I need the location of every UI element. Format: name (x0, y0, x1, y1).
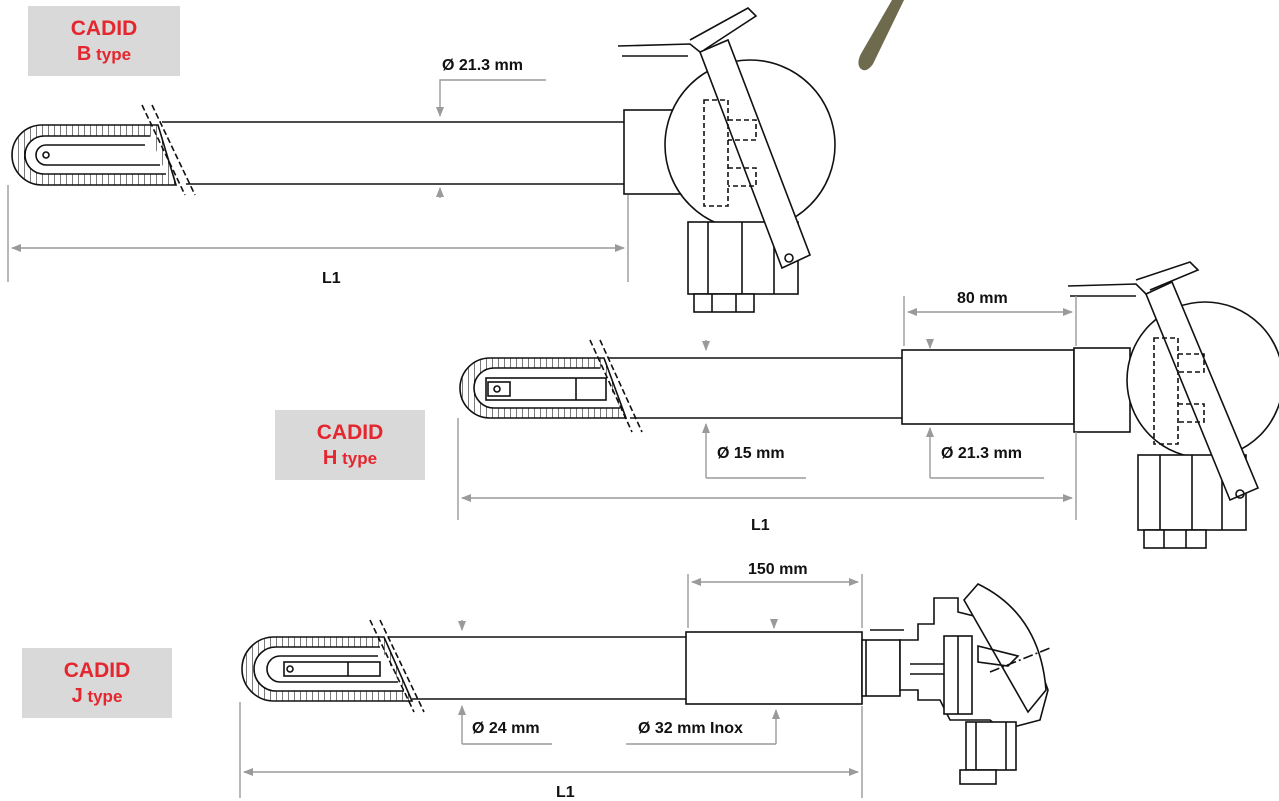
badge-name: CADID (316, 421, 384, 445)
badge-word: type (87, 686, 123, 706)
b-dia-main-label: Ø 21.3 mm (442, 57, 523, 74)
badge-name: CADID (63, 659, 131, 683)
j-dimensions (239, 574, 863, 798)
badge-b-type: CADID B type (28, 6, 180, 76)
j-sleeve (685, 631, 863, 705)
j-gland (965, 721, 1017, 771)
rod-photo (858, 0, 904, 71)
h-neck (1073, 347, 1131, 433)
j-neck (861, 639, 901, 697)
h-type-drawing (459, 261, 1279, 549)
j-length-label: L1 (556, 784, 575, 801)
badge-letter: J (71, 684, 83, 707)
badge-name: CADID (70, 17, 138, 41)
b-length-label: L1 (322, 270, 341, 287)
h-sleeve-len-label: 80 mm (957, 290, 1008, 307)
h-dia-tip-label: Ø 15 mm (717, 445, 785, 462)
badge-letter: H (322, 446, 338, 469)
h-dimensions (457, 296, 1077, 520)
badge-h-type: CADID H type (275, 410, 425, 480)
j-sleeve-len-label: 150 mm (748, 561, 808, 578)
b-dimensions (7, 79, 629, 282)
h-length-label: L1 (751, 517, 770, 534)
b-type-drawing (11, 7, 836, 313)
h-lid (1144, 280, 1260, 502)
badge-letter: B (76, 42, 92, 65)
h-dia-sleeve-label: Ø 21.3 mm (941, 445, 1022, 462)
badge-word: type (342, 448, 378, 468)
badge-word: type (96, 44, 132, 64)
h-sleeve (901, 349, 1075, 425)
j-lid (963, 583, 1047, 714)
b-lid (698, 38, 812, 270)
j-type-drawing (241, 583, 1051, 785)
badge-j-type: CADID J type (22, 648, 172, 718)
j-dia-tube-label: Ø 24 mm (472, 720, 540, 737)
j-dia-sleeve-label: Ø 32 mm Inox (638, 720, 743, 737)
